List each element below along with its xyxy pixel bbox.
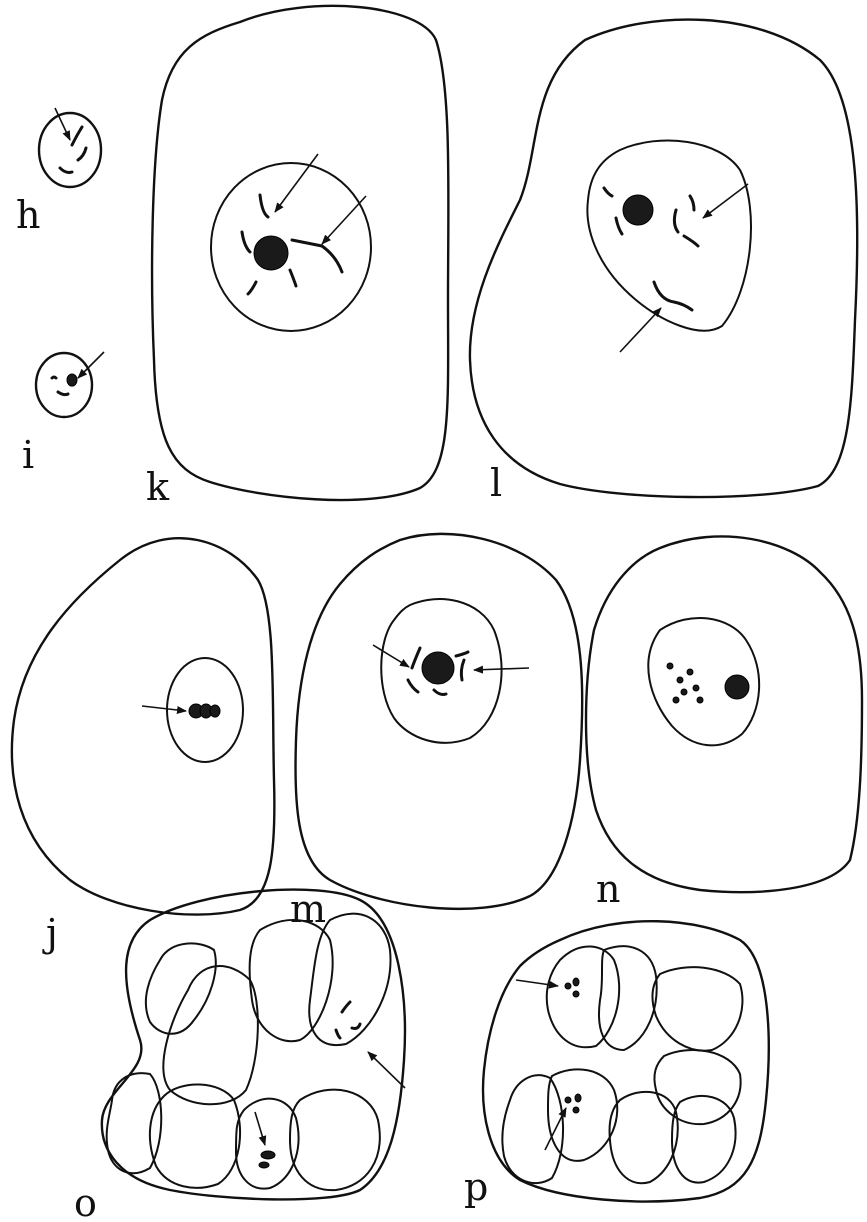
chromosome bbox=[242, 232, 250, 252]
arrow bbox=[620, 308, 661, 352]
nucleolus bbox=[725, 675, 749, 699]
chromosome bbox=[408, 680, 418, 692]
label-i: i bbox=[22, 433, 34, 477]
arrow bbox=[368, 1052, 405, 1088]
bivalent bbox=[67, 374, 77, 386]
microspore bbox=[547, 946, 619, 1047]
panel-h bbox=[39, 108, 101, 187]
chromosome bbox=[461, 660, 464, 680]
nucleolus bbox=[422, 652, 454, 684]
microspore bbox=[150, 1084, 240, 1187]
bivalent bbox=[565, 983, 571, 989]
bivalent bbox=[697, 697, 703, 703]
nucleus bbox=[211, 163, 371, 331]
chromosome bbox=[456, 652, 468, 656]
panel-p bbox=[483, 921, 769, 1201]
chromosome bbox=[674, 210, 678, 232]
label-o: o bbox=[74, 1181, 97, 1222]
label-l: l bbox=[490, 461, 502, 505]
microspore bbox=[290, 1090, 380, 1191]
bivalent bbox=[565, 1097, 571, 1103]
label-p: p bbox=[464, 1165, 488, 1209]
label-h: h bbox=[16, 193, 40, 237]
microspore bbox=[653, 967, 743, 1051]
panel-k bbox=[152, 6, 448, 500]
chromosome bbox=[292, 240, 322, 246]
label-n: n bbox=[596, 867, 620, 911]
bivalent bbox=[575, 1094, 581, 1102]
chromosome bbox=[352, 1024, 360, 1029]
chromosome bbox=[290, 270, 296, 286]
cell-l bbox=[470, 20, 857, 498]
bivalent bbox=[259, 1162, 269, 1168]
cell-m bbox=[295, 534, 582, 909]
microspore bbox=[609, 1092, 677, 1183]
panel-j bbox=[12, 538, 275, 914]
label-j: j bbox=[42, 911, 58, 955]
microspore bbox=[502, 1075, 563, 1183]
bivalent bbox=[573, 991, 579, 997]
arrow bbox=[703, 184, 748, 218]
arrow bbox=[474, 668, 529, 670]
chromosome bbox=[616, 218, 622, 234]
chromosome bbox=[248, 282, 256, 294]
bivalent bbox=[687, 669, 693, 675]
panel-o bbox=[102, 890, 405, 1200]
bivalent bbox=[677, 677, 683, 683]
chromosome bbox=[434, 690, 446, 695]
arrow bbox=[255, 1112, 265, 1145]
panel-l bbox=[470, 20, 857, 498]
arrow bbox=[373, 645, 409, 667]
nucleolus bbox=[623, 195, 653, 225]
chromosome bbox=[52, 377, 56, 378]
panel-m bbox=[295, 534, 582, 909]
cell-j bbox=[12, 538, 275, 914]
bivalent bbox=[573, 1107, 579, 1113]
chromosome bbox=[604, 188, 612, 196]
cell-n bbox=[586, 536, 862, 892]
bivalent bbox=[573, 978, 579, 986]
chromosome bbox=[342, 1002, 350, 1012]
chromosome bbox=[336, 1030, 340, 1038]
chromosome bbox=[72, 127, 82, 145]
bivalent bbox=[681, 689, 687, 695]
panel-i bbox=[36, 352, 104, 417]
bivalent bbox=[673, 697, 679, 703]
cell-k bbox=[152, 6, 448, 500]
chromosome bbox=[412, 648, 420, 668]
microspore bbox=[309, 914, 390, 1045]
chromosome bbox=[690, 196, 694, 210]
cell-i bbox=[36, 353, 92, 417]
bivalent bbox=[667, 663, 673, 669]
cell-h bbox=[39, 113, 101, 187]
chromosome bbox=[58, 392, 68, 395]
panel-n bbox=[586, 536, 862, 892]
chromosome bbox=[322, 246, 342, 272]
arrow bbox=[516, 980, 558, 986]
arrow bbox=[322, 196, 366, 244]
bivalent bbox=[693, 685, 699, 691]
label-m: m bbox=[290, 887, 326, 931]
arrow bbox=[142, 706, 186, 711]
microspore bbox=[654, 1050, 740, 1124]
label-k: k bbox=[146, 465, 170, 509]
tetrad-o bbox=[102, 890, 405, 1200]
nucleolus bbox=[254, 236, 288, 270]
chromosome bbox=[260, 195, 268, 217]
chromosome bbox=[654, 282, 692, 310]
chromosome bbox=[684, 236, 698, 246]
bivalent bbox=[210, 705, 220, 717]
chromosome bbox=[78, 148, 86, 160]
microspore bbox=[548, 1069, 617, 1161]
tetrad-p bbox=[483, 921, 769, 1201]
microspore bbox=[146, 943, 216, 1033]
chromosome bbox=[60, 168, 72, 173]
microspore bbox=[672, 1096, 736, 1183]
bivalent bbox=[261, 1151, 275, 1159]
